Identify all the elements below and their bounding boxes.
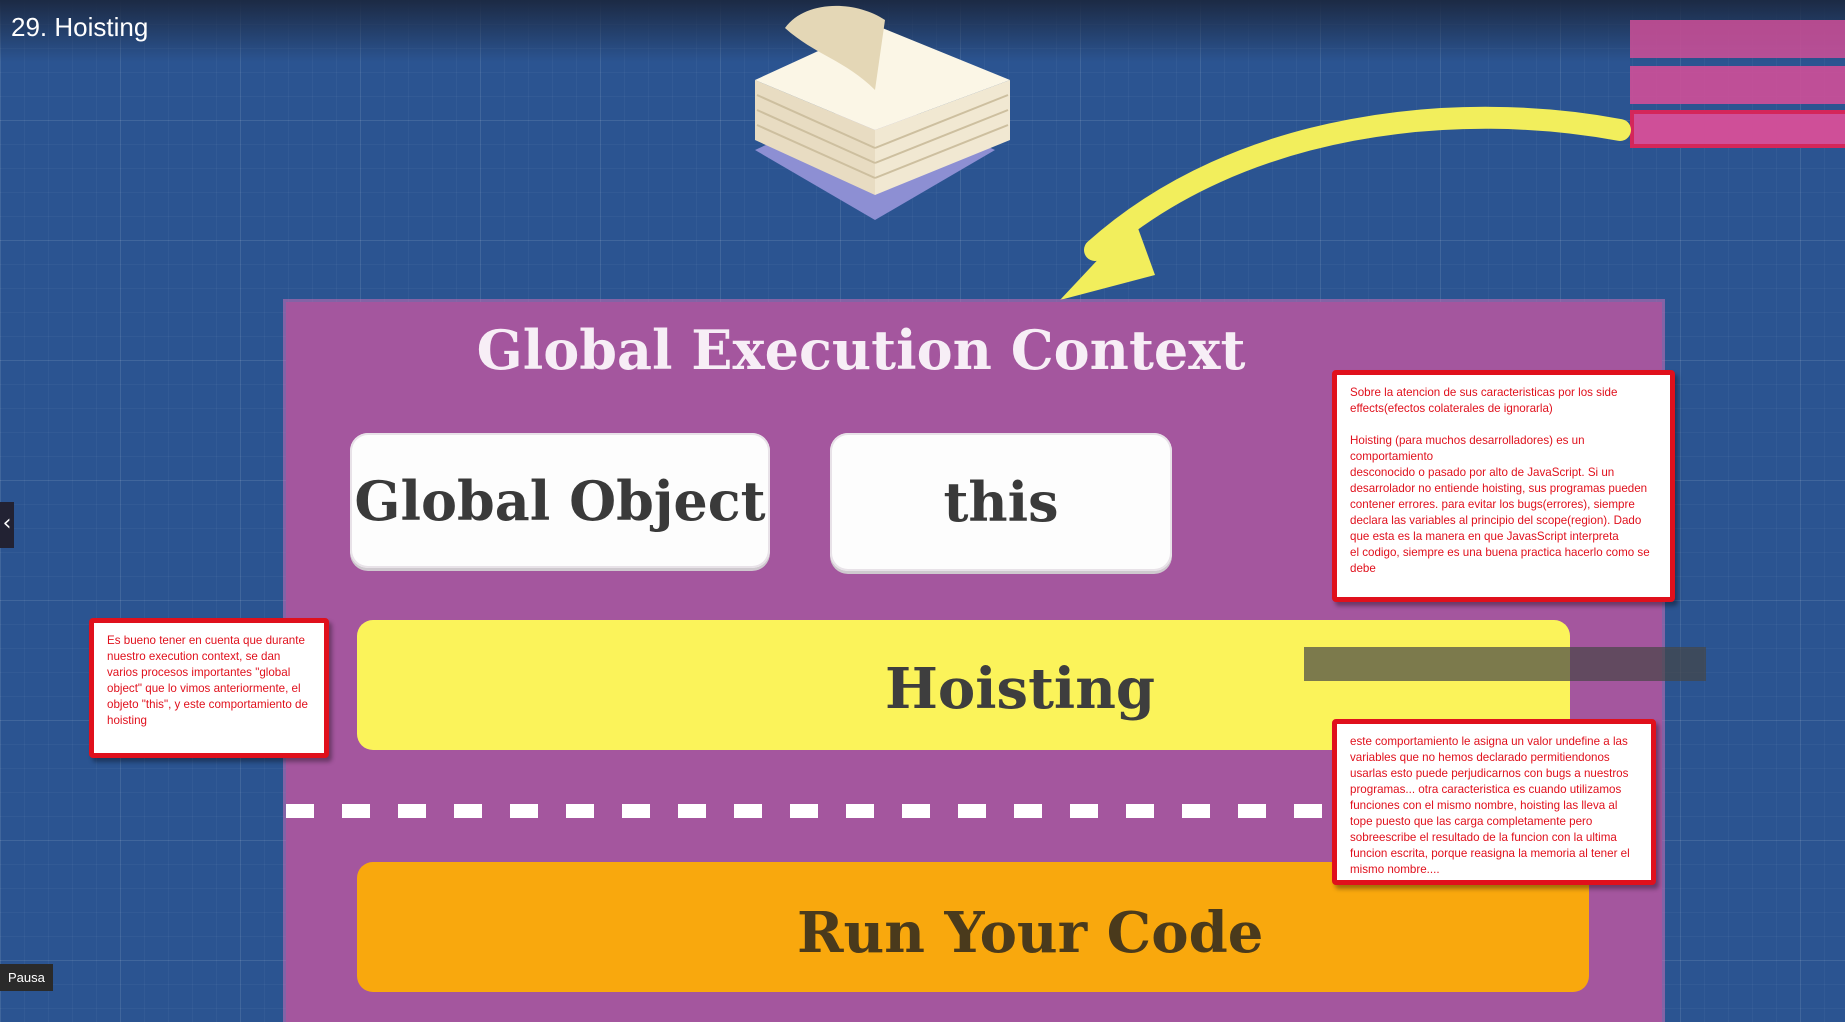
curved-arrow-icon [1060, 106, 1631, 300]
grey-overlay-bar [1304, 647, 1706, 681]
this-label: this [943, 470, 1059, 534]
gec-title: Global Execution Context [476, 318, 1246, 382]
annotation-note-top-right[interactable]: Sobre la atencion de sus caracteristicas… [1332, 370, 1675, 602]
pink-card-2 [1630, 66, 1845, 104]
sidebar-toggle-button[interactable]: ‹ [0, 502, 14, 548]
paper-stack-icon [755, 5, 1010, 220]
pink-card-1 [1630, 20, 1845, 58]
video-title: 29. Hoisting [11, 12, 149, 42]
annotation-note-left[interactable]: Es bueno tener en cuenta que durante nue… [89, 618, 329, 758]
run-your-code-label: Run Your Code [797, 900, 1264, 966]
pink-card-3 [1630, 110, 1845, 148]
global-object-label: Global Object [354, 468, 766, 533]
pause-button[interactable]: Pausa [0, 964, 53, 991]
annotation-note-bottom-right[interactable]: este comportamiento le asigna un valor u… [1332, 719, 1656, 885]
chevron-left-icon: ‹ [2, 511, 12, 536]
dashed-divider [286, 804, 1326, 818]
hoisting-label: Hoisting [885, 656, 1156, 722]
global-object-box: Global Object [350, 433, 770, 568]
this-box: this [830, 433, 1172, 571]
